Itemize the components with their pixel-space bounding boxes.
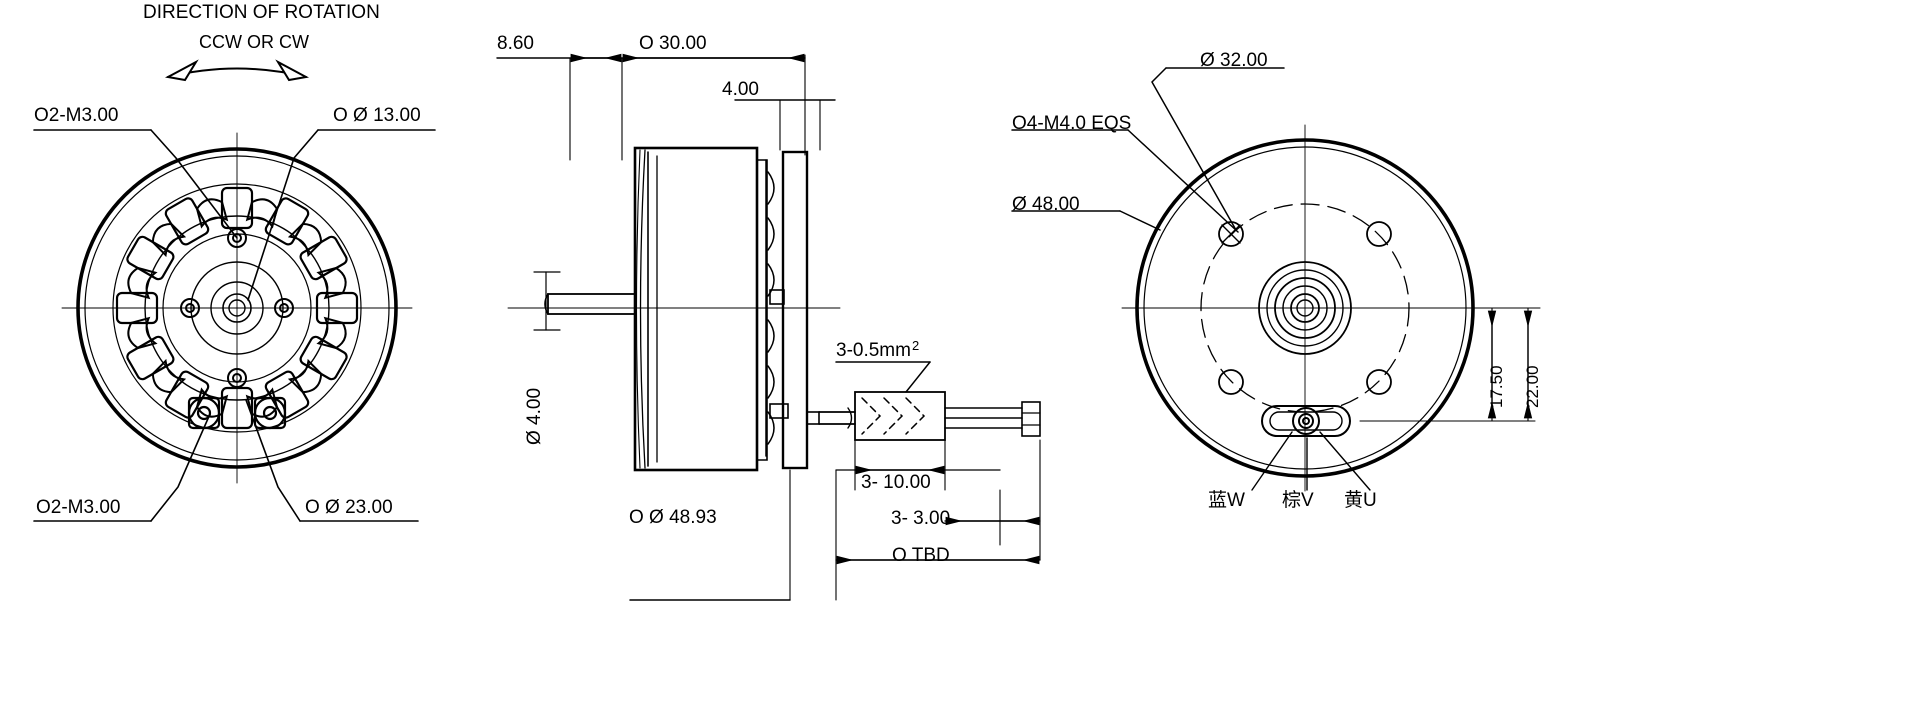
dim-wire-length-10: 3- 10.00 [861,472,931,493]
side-view-geometry [496,53,1041,601]
dim-overall-tbd: O TBD [892,545,950,566]
label-front-top-right: O Ø 13.00 [333,105,421,126]
label-front-bottom-left: O2-M3.00 [36,497,121,518]
wire-label-yellow-u: 黄U [1344,490,1377,511]
label-wire-gauge: 3-0.5mm [836,340,911,361]
label-wire-gauge-superscript: 2 [912,338,920,353]
dim-8-60: 8.60 [497,33,534,54]
dim-4-00: 4.00 [722,79,759,100]
label-outer-dia-48: Ø 48.00 [1012,194,1080,215]
dim-22-00: 22.00 [1523,365,1542,408]
dim-body-dia-48-93: O Ø 48.93 [629,507,717,528]
dim-shaft-dia-4-00: Ø 4.00 [524,387,545,445]
label-screws-m4: O4-M4.0 EQS [1012,113,1132,134]
rotation-title-line1: DIRECTION OF ROTATION [143,2,380,23]
label-bolt-circle-32: Ø 32.00 [1200,50,1268,71]
wire-label-blue-w: 蓝W [1208,490,1245,511]
front-view-geometry [33,59,436,522]
rotation-title-line2: CCW OR CW [199,32,309,52]
dim-17-50: 17.50 [1487,365,1506,408]
label-front-top-left: O2-M3.00 [34,105,119,126]
rear-view-geometry [1011,67,1541,492]
wire-label-brown-v: 棕V [1282,490,1314,511]
dim-30-00: O 30.00 [639,33,707,54]
label-front-bottom-right: O Ø 23.00 [305,497,393,518]
dim-wire-length-3: 3- 3.00 [891,508,951,529]
